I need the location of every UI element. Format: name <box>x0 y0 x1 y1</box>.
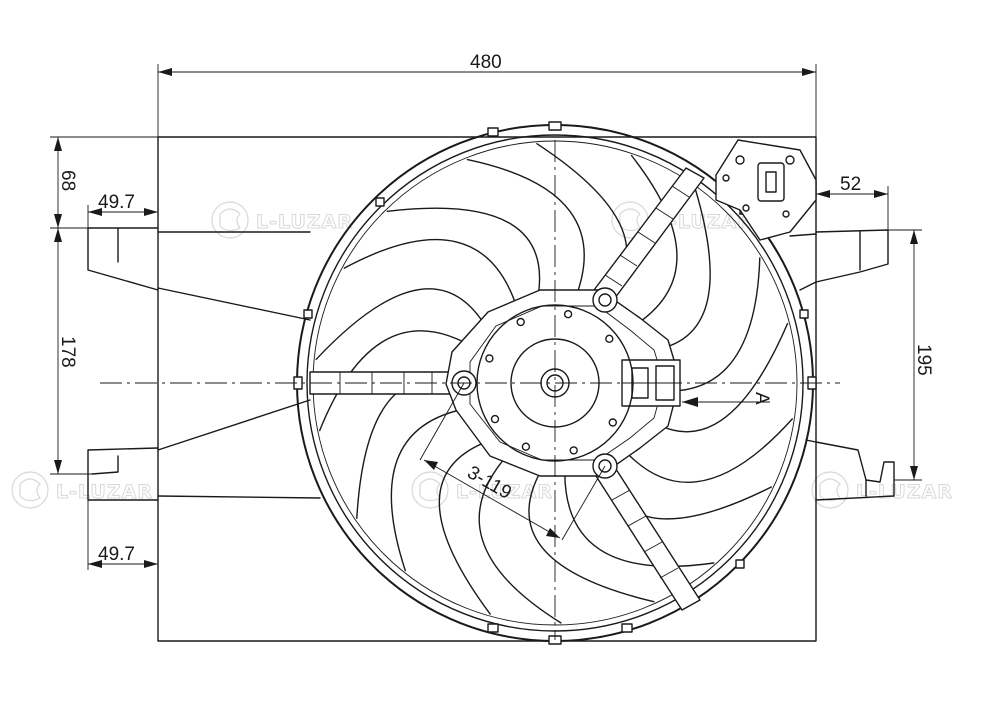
watermark-brand-5: LUZAR <box>878 481 953 503</box>
view-label: A <box>751 392 772 405</box>
hub-bolt <box>608 418 617 427</box>
watermark-top-left: L- LUZAR <box>211 201 353 239</box>
dim-overall-width-label: 480 <box>470 52 502 73</box>
dim-left-offset-top: 49.7 <box>87 192 158 228</box>
fan-blade <box>386 158 585 304</box>
svg-text:L-: L- <box>456 481 478 503</box>
electrical-connector <box>715 139 817 241</box>
svg-text:L-: L- <box>856 481 878 503</box>
dim-connector-offset-label: 52 <box>840 174 861 195</box>
left-bracket <box>87 227 321 501</box>
dim-left-offset-bottom: 49.7 <box>87 500 158 570</box>
dim-left-height: 178 <box>50 228 92 475</box>
dim-left-offset-bottom-label: 49.7 <box>98 544 135 565</box>
fan-blade <box>478 451 655 624</box>
dim-overall-width: 480 <box>157 52 817 137</box>
fan-blade <box>315 238 519 360</box>
hub-bolt <box>605 334 614 343</box>
hub-bolt <box>563 310 573 319</box>
hub-bolt <box>516 317 525 327</box>
view-arrow-a: A <box>682 392 772 407</box>
dim-top-height-label: 68 <box>57 170 78 191</box>
dim-left-offset-top-label: 49.7 <box>98 192 135 213</box>
right-bracket <box>789 229 895 501</box>
watermark-bottom-right: L- LUZAR <box>811 471 953 509</box>
hub-bolt <box>490 414 500 424</box>
watermark-bottom-left: L- LUZAR <box>11 471 153 509</box>
svg-text:L-: L- <box>56 481 78 503</box>
dim-left-height-label: 178 <box>57 336 78 368</box>
watermark-brand-3: LUZAR <box>78 481 153 503</box>
center-lines <box>100 140 840 640</box>
hub-bolt <box>521 442 531 451</box>
dim-connector-offset: 52 <box>816 174 889 230</box>
fan-blade <box>390 406 496 615</box>
watermark-logo <box>211 201 249 239</box>
fan-blades <box>315 143 793 624</box>
watermark-brand: LUZAR <box>278 211 353 233</box>
dim-right-height: 195 <box>888 229 934 481</box>
hub-bolt <box>485 354 494 363</box>
watermark-brand-2: LUZAR <box>678 211 753 233</box>
hub-bolt <box>569 446 578 455</box>
mount-hole-top <box>592 287 618 313</box>
watermark-text: L- <box>256 211 278 233</box>
hub-bolts <box>485 310 617 455</box>
dim-right-height-label: 195 <box>913 344 934 376</box>
dim-top-height: 68 <box>50 136 158 229</box>
